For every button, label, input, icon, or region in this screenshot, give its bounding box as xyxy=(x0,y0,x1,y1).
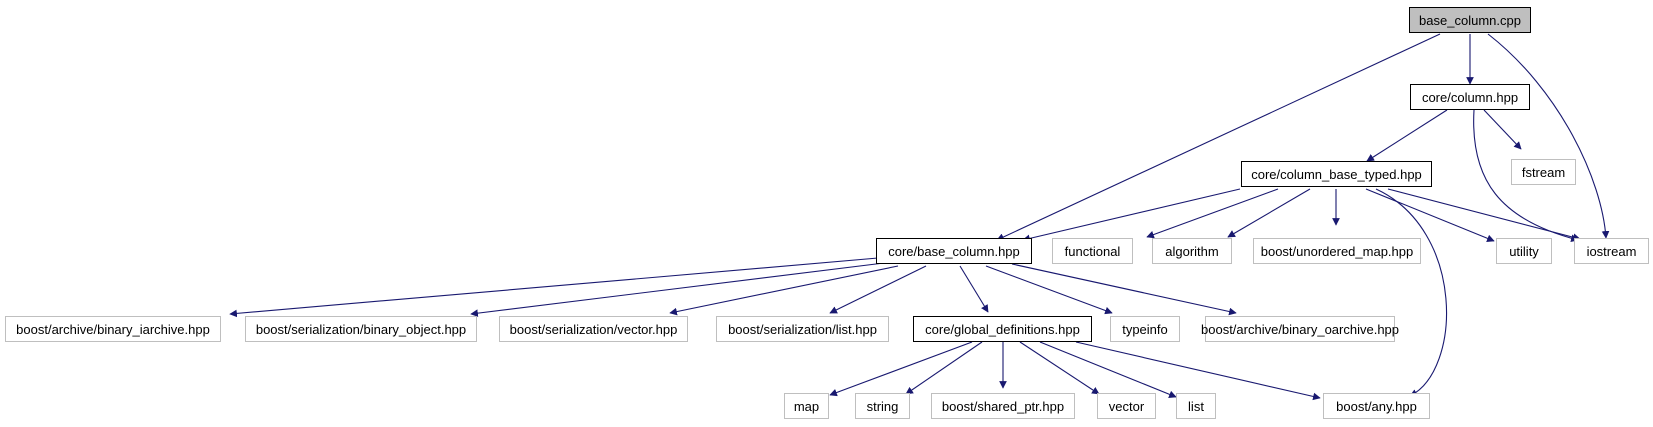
node-core-global-definitions-hpp[interactable]: core/global_definitions.hpp xyxy=(913,316,1092,342)
edge-cbt-to-utility xyxy=(1365,188,1495,242)
node-boost-archive-binary-iarchive-hpp[interactable]: boost/archive/binary_iarchive.hpp xyxy=(5,316,221,342)
edge-column-hpp-to-column-base-typed xyxy=(1366,109,1448,162)
node-functional[interactable]: functional xyxy=(1052,238,1133,264)
edge-gd-to-map xyxy=(829,341,973,397)
edge-bch-to-ser-vector xyxy=(669,265,899,316)
node-core-column-hpp[interactable]: core/column.hpp xyxy=(1410,84,1530,110)
edge-bch-to-binary-iarchive xyxy=(229,257,879,318)
edge-bch-to-binary-oarchive xyxy=(1011,263,1237,316)
node-string[interactable]: string xyxy=(855,393,910,419)
node-boost-unordered-map-hpp[interactable]: boost/unordered_map.hpp xyxy=(1253,238,1421,264)
edge-bch-to-ser-list xyxy=(829,265,927,314)
node-boost-shared-ptr-hpp[interactable]: boost/shared_ptr.hpp xyxy=(931,393,1075,419)
edge-bch-to-typeinfo xyxy=(985,265,1113,315)
node-typeinfo[interactable]: typeinfo xyxy=(1110,316,1180,342)
node-boost-archive-binary-oarchive-hpp[interactable]: boost/archive/binary_oarchive.hpp xyxy=(1201,316,1399,342)
node-list[interactable]: list xyxy=(1176,393,1216,419)
node-vector[interactable]: vector xyxy=(1097,393,1156,419)
edge-root-to-iostream xyxy=(1487,33,1610,239)
node-iostream[interactable]: iostream xyxy=(1574,238,1649,264)
node-algorithm[interactable]: algorithm xyxy=(1152,238,1232,264)
node-fstream[interactable]: fstream xyxy=(1511,159,1576,185)
node-core-column-base-typed-hpp[interactable]: core/column_base_typed.hpp xyxy=(1241,161,1432,187)
edge-gd-to-list xyxy=(1039,341,1177,398)
node-boost-serialization-vector-hpp[interactable]: boost/serialization/vector.hpp xyxy=(499,316,688,342)
edge-gd-to-string xyxy=(905,341,983,395)
edge-bch-to-binary-object xyxy=(470,262,885,317)
edge-cbt-to-any xyxy=(1375,188,1448,397)
edge-cbt-to-algorithm xyxy=(1227,188,1311,238)
node-boost-serialization-binary-object-hpp[interactable]: boost/serialization/binary_object.hpp xyxy=(245,316,477,342)
edge-cbt-to-iostream xyxy=(1387,188,1581,241)
node-core-base-column-hpp[interactable]: core/base_column.hpp xyxy=(876,238,1032,264)
node-base-column-cpp[interactable]: base_column.cpp xyxy=(1409,7,1531,33)
edge-column-hpp-to-fstream xyxy=(1483,109,1522,150)
node-map[interactable]: map xyxy=(784,393,829,419)
edge-root-to-base-column-hpp xyxy=(996,33,1441,241)
node-boost-any-hpp[interactable]: boost/any.hpp xyxy=(1323,393,1430,419)
edge-cbt-to-base-column-hpp xyxy=(1022,188,1241,243)
edge-gd-to-vector xyxy=(1019,341,1100,395)
node-utility[interactable]: utility xyxy=(1496,238,1552,264)
edge-gd-to-any xyxy=(1075,341,1321,401)
edge-cbt-to-functional xyxy=(1146,188,1279,239)
node-boost-serialization-list-hpp[interactable]: boost/serialization/list.hpp xyxy=(716,316,889,342)
edge-bch-to-global-definitions xyxy=(959,265,989,313)
